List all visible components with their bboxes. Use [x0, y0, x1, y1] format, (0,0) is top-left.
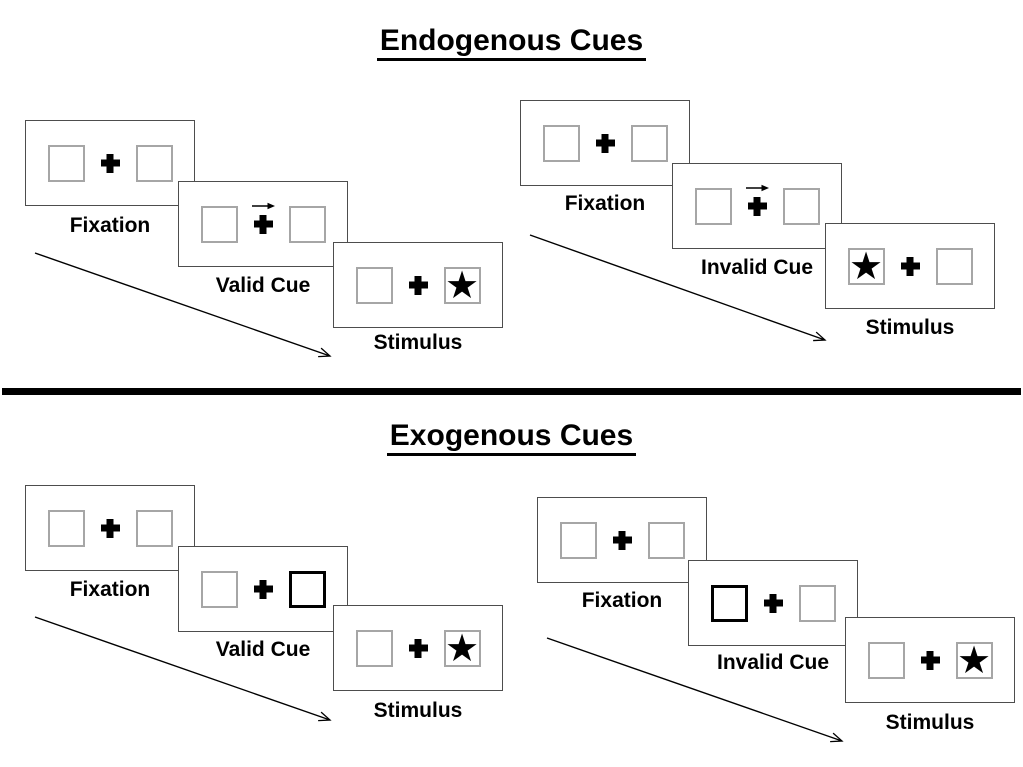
star-icon: ★: [956, 638, 992, 682]
left-box: [867, 641, 905, 679]
fixation-cross-icon: [254, 215, 273, 234]
timeline-arrow-icon: [34, 252, 332, 358]
right-box: ★: [955, 638, 993, 682]
timeline-arrow-icon: [34, 616, 332, 722]
card-label: Stimulus: [865, 316, 955, 339]
card-stimulus: ★: [845, 617, 1015, 703]
card-invalid-cue: [688, 560, 858, 646]
left-box: [559, 521, 597, 559]
card-label: Fixation: [564, 192, 646, 215]
card-label: Invalid Cue: [716, 651, 830, 674]
card-fixation: [25, 485, 195, 571]
cue-arrow-right-icon: [252, 202, 275, 210]
right-box: [288, 205, 326, 243]
section-title-exogenous: Exogenous Cues: [0, 419, 1023, 456]
fixation-cross-icon: [596, 134, 615, 153]
card-label: Stimulus: [885, 711, 975, 734]
card-fixation: [520, 100, 690, 186]
right-box: [630, 124, 668, 162]
left-box: [47, 509, 85, 547]
right-box: ★: [443, 626, 481, 670]
star-icon: ★: [848, 244, 884, 288]
card-label: Fixation: [69, 578, 151, 601]
left-box: [542, 124, 580, 162]
card-valid-cue: [178, 181, 348, 267]
left-box: [200, 570, 238, 608]
right-box: ★: [443, 263, 481, 307]
fixation-cross-icon: [409, 276, 428, 295]
fixation-cross-icon: [254, 580, 273, 599]
card-label: Stimulus: [373, 331, 463, 354]
left-box: [355, 629, 393, 667]
section-title-text: Exogenous Cues: [386, 419, 637, 456]
fixation-cross-icon: [101, 519, 120, 538]
cue-arrow-right-icon: [746, 184, 769, 192]
right-box: [647, 521, 685, 559]
left-box: [200, 205, 238, 243]
left-box: [355, 266, 393, 304]
fixation-cross-icon: [748, 197, 767, 216]
timeline-arrow-icon: [546, 637, 844, 743]
left-box: [47, 144, 85, 182]
right-box: [135, 509, 173, 547]
card-valid-cue: [178, 546, 348, 632]
fixation-cross-icon: [409, 639, 428, 658]
timeline-arrow-icon: [529, 234, 827, 342]
card-stimulus: ★: [333, 242, 503, 328]
card-label: Fixation: [581, 589, 663, 612]
fixation-cross-icon: [101, 154, 120, 173]
fixation-cross-icon: [921, 651, 940, 670]
card-label: Valid Cue: [215, 274, 311, 297]
card-fixation: [25, 120, 195, 206]
card-stimulus: ★: [825, 223, 995, 309]
card-label: Invalid Cue: [700, 256, 814, 279]
section-title-text: Endogenous Cues: [376, 24, 647, 61]
card-label: Fixation: [69, 214, 151, 237]
right-box: [798, 584, 836, 622]
section-divider: [2, 388, 1021, 395]
card-label: Stimulus: [373, 699, 463, 722]
card-stimulus: ★: [333, 605, 503, 691]
card-fixation: [537, 497, 707, 583]
fixation-cross-icon: [764, 594, 783, 613]
section-title-endogenous: Endogenous Cues: [0, 24, 1023, 61]
right-box: [782, 187, 820, 225]
right-box: [135, 144, 173, 182]
card-label: Valid Cue: [215, 638, 311, 661]
right-box-highlighted: [288, 570, 326, 608]
left-box-highlighted: [710, 584, 748, 622]
star-icon: ★: [444, 626, 480, 670]
fixation-cross-icon: [901, 257, 920, 276]
right-box: [935, 247, 973, 285]
card-invalid-cue: [672, 163, 842, 249]
left-box: ★: [847, 244, 885, 288]
left-box: [694, 187, 732, 225]
fixation-cross-icon: [613, 531, 632, 550]
star-icon: ★: [444, 263, 480, 307]
